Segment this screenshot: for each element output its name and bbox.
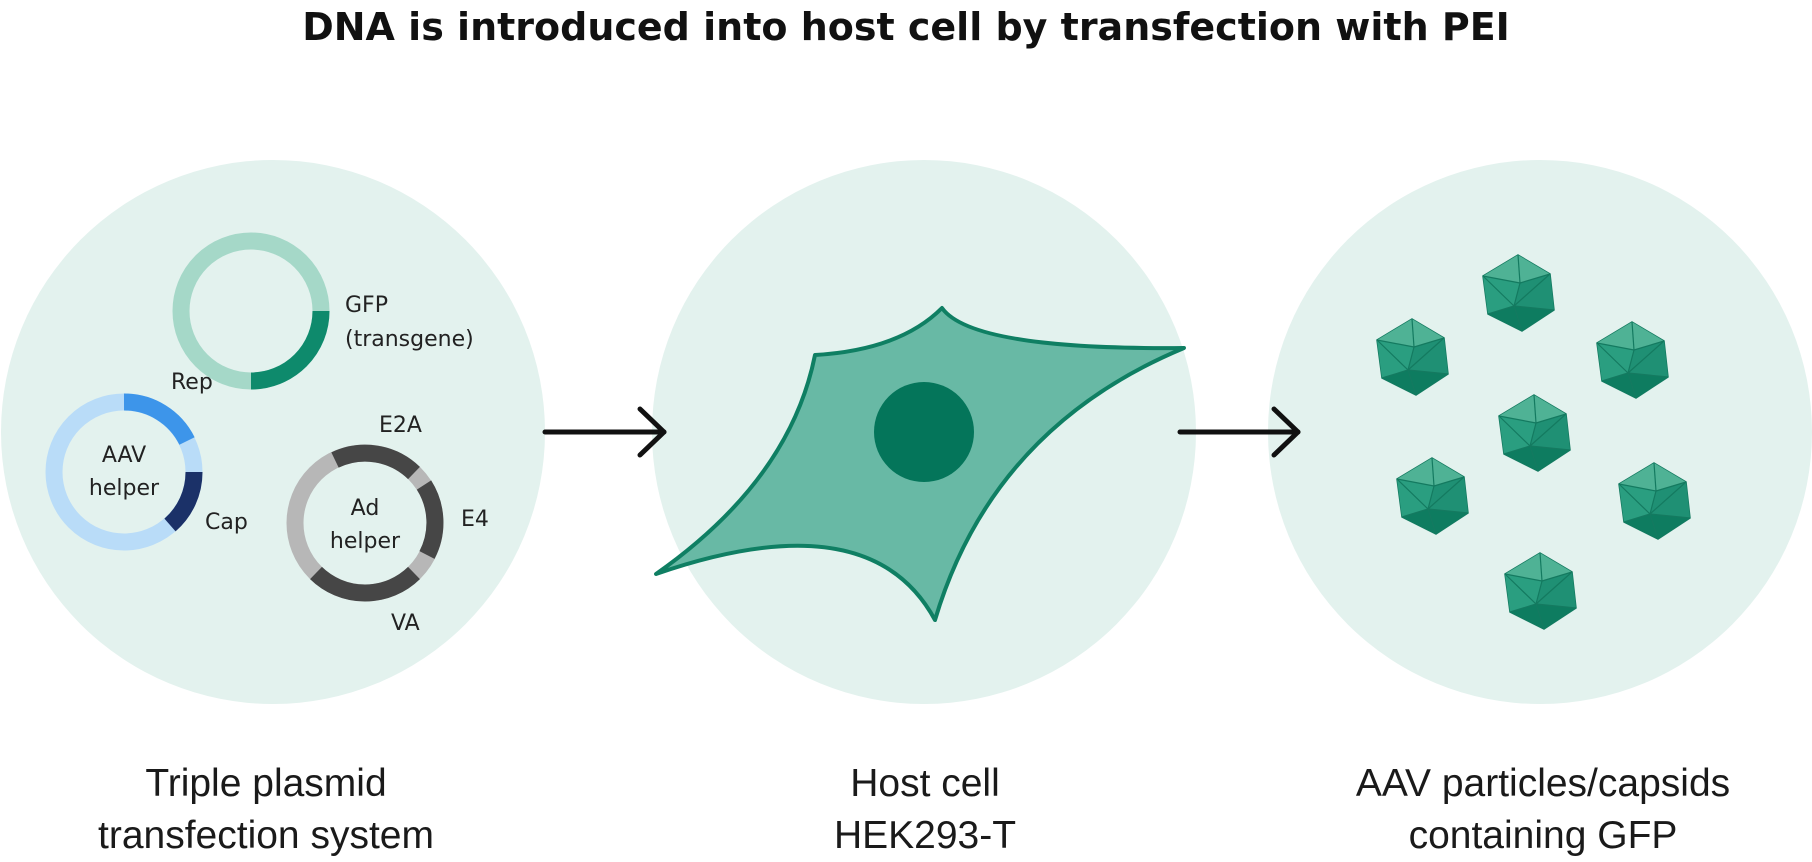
va-label: VA xyxy=(391,611,420,636)
ad-helper-center-line-2: helper xyxy=(330,529,401,554)
aav-helper-center-line-1: AAV xyxy=(102,443,146,468)
caption-line: Triple plasmid xyxy=(145,762,387,805)
aav-helper-plasmid: AAV helper Rep Cap xyxy=(45,370,248,551)
aav-helper-center-line-2: helper xyxy=(89,476,160,501)
ad-helper-center-line-1: Ad xyxy=(351,496,380,521)
caption-line: transfection system xyxy=(98,814,434,857)
right-arrow-icon xyxy=(542,406,667,458)
caption-line: AAV particles/capsids xyxy=(1355,762,1731,805)
rep-label: Rep xyxy=(171,370,213,395)
caption-host-cell: Host cell HEK293-T xyxy=(665,758,1185,862)
caption-line: Host cell xyxy=(850,762,1000,805)
caption-aav-particles: AAV particles/capsids containing GFP xyxy=(1283,758,1803,862)
caption-triple-plasmid: Triple plasmid transfection system xyxy=(6,758,526,862)
caption-line: HEK293-T xyxy=(833,814,1017,857)
caption-line: containing GFP xyxy=(1408,814,1678,857)
ad-helper-plasmid: Ad helper E2A E4 VA xyxy=(286,413,489,636)
host-cell xyxy=(654,306,1186,622)
e2a-label: E2A xyxy=(379,413,422,438)
cell-nucleus xyxy=(874,382,974,482)
gfp-label: GFP xyxy=(345,293,388,318)
e4-label: E4 xyxy=(461,507,489,532)
cap-label: Cap xyxy=(205,510,248,535)
diagram-title: DNA is introduced into host cell by tran… xyxy=(302,5,1510,49)
gfp-transgene-plasmid: GFP (transgene) xyxy=(172,232,474,390)
right-arrow-icon xyxy=(1177,406,1301,458)
transgene-label: (transgene) xyxy=(345,327,474,352)
